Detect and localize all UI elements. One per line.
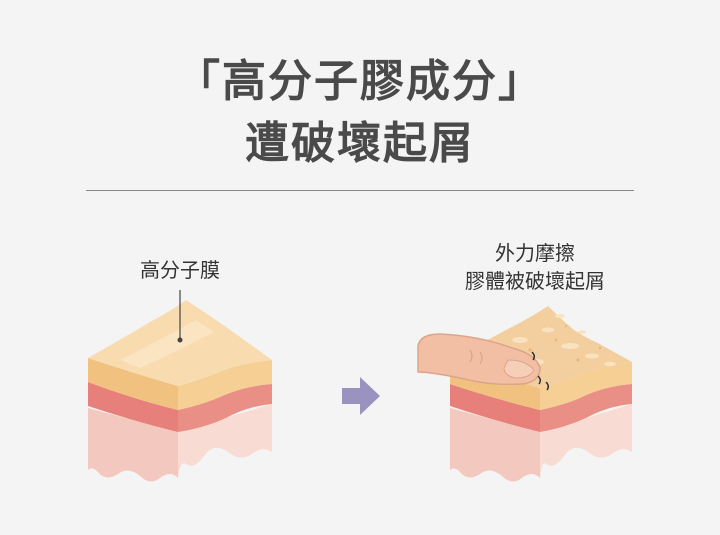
title-line-2: 遭破壞起屑 [245,118,475,169]
finger-icon [417,333,541,386]
skin-block-damaged [417,306,632,482]
front-tissue [88,408,178,482]
film-leader-dot [177,337,183,343]
arrow-right-icon [342,377,380,415]
title-line-1: 「高分子膠成分」 [176,56,544,107]
front-dermis-right [450,384,540,432]
skin-block-intact [88,290,272,482]
front-dermis [88,382,178,432]
side-tissue [178,404,272,478]
film-sheen [120,320,214,368]
side-tissue-right [540,404,632,478]
film-label: 高分子膜 [140,258,220,282]
friction-label-line-1: 外力摩擦 [495,241,575,265]
title-divider [86,190,634,191]
side-film-right [540,362,632,410]
side-dermis-right [540,384,632,432]
front-film-layer [88,358,178,410]
friction-label-line-2: 膠體被破壞起屑 [465,269,605,293]
side-film-layer [178,360,272,410]
friction-marks [531,351,550,391]
side-dermis [178,384,272,432]
front-tissue-right [450,408,540,482]
